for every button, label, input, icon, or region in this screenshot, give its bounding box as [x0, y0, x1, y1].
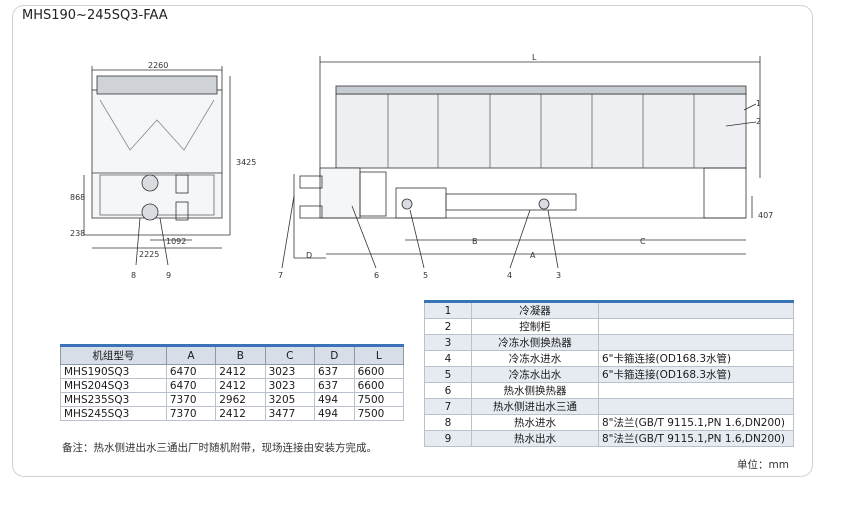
dim-B: B [472, 237, 478, 246]
col-B: B [215, 345, 266, 365]
callout-7: 7 [278, 271, 283, 280]
dim-C: C [640, 237, 646, 246]
table-row: MHS204SQ3 6470 2412 3023 637 6600 [60, 378, 405, 393]
callout-9: 9 [166, 271, 171, 280]
callout-3: 3 [556, 271, 561, 280]
callout-1: 1 [756, 99, 761, 108]
remark-note: 备注：热水侧进出水三通出厂时随机附带，现场连接由安装方完成。 [62, 442, 377, 454]
callout-6: 6 [374, 271, 379, 280]
side-view [281, 56, 761, 269]
callout-4: 4 [507, 271, 512, 280]
unit-label: 单位：mm [737, 459, 789, 471]
callout-5: 5 [423, 271, 428, 280]
dim-2225: 2225 [139, 250, 159, 259]
table-row: MHS190SQ3 6470 2412 3023 637 6600 [60, 364, 405, 379]
callout-2: 2 [756, 117, 761, 126]
dim-width-front: 2260 [148, 61, 168, 70]
dim-868: 868 [70, 193, 85, 202]
dim-A: A [530, 251, 536, 260]
col-C: C [264, 345, 316, 365]
col-D: D [314, 345, 355, 365]
content-frame [12, 5, 813, 477]
dim-407: 407 [758, 211, 773, 220]
front-view [83, 66, 231, 266]
page-title: MHS190~245SQ3-FAA [22, 8, 168, 23]
dim-1092: 1092 [166, 237, 186, 246]
dim-D: D [306, 251, 312, 260]
dim-L: L [532, 53, 537, 62]
table-row: MHS245SQ3 7370 2412 3477 494 7500 [60, 406, 405, 421]
col-L: L [353, 345, 405, 365]
col-model: 机组型号 [60, 345, 167, 365]
technical-drawing: 2260 3425 868 238 1092 2225 8 9 L B C A … [70, 53, 773, 280]
models-table: 机组型号 A B C D L MHS190SQ3 6470 2412 3023 … [60, 344, 405, 421]
dim-238: 238 [70, 229, 85, 238]
models-table-header: 机组型号 A B C D L [60, 345, 405, 365]
callout-8: 8 [131, 271, 136, 280]
col-A: A [165, 345, 217, 365]
table-row: MHS235SQ3 7370 2962 3205 494 7500 [60, 392, 405, 407]
dim-height-front: 3425 [236, 158, 256, 167]
